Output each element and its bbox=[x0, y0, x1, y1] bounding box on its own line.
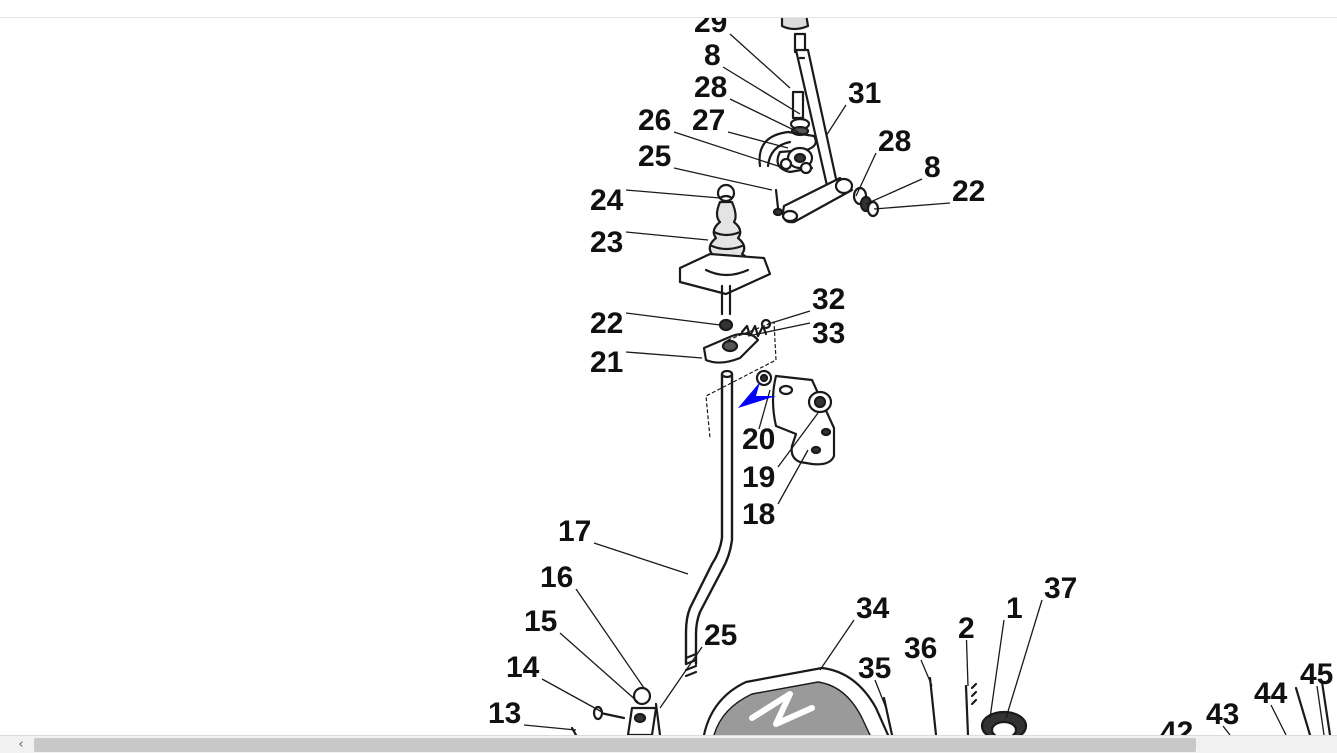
leader-line bbox=[777, 412, 819, 468]
nut-22-mid bbox=[718, 318, 734, 332]
chevron-left-icon[interactable]: ‹ bbox=[18, 737, 24, 752]
callout-label: 19 bbox=[742, 461, 775, 494]
callout-label: 8 bbox=[704, 39, 721, 72]
leader-line bbox=[1316, 685, 1325, 735]
leader-line bbox=[819, 619, 855, 671]
callout-label: 18 bbox=[742, 498, 775, 531]
leader-line bbox=[873, 202, 951, 210]
leader-line bbox=[865, 178, 923, 205]
leader-line bbox=[559, 632, 639, 703]
clevis-15 bbox=[632, 686, 652, 706]
leader-line bbox=[989, 619, 1005, 719]
callout-label: 21 bbox=[590, 346, 623, 379]
leader-line bbox=[593, 542, 689, 575]
callout-label: 2 bbox=[958, 612, 975, 645]
callout-label: 24 bbox=[590, 184, 624, 217]
callout-label: 36 bbox=[904, 632, 937, 665]
callout-label: 26 bbox=[638, 104, 671, 137]
callout-label: 37 bbox=[1044, 572, 1077, 605]
callout-label: 45 bbox=[1300, 658, 1333, 691]
callout-label: 17 bbox=[558, 515, 591, 548]
leader-line bbox=[541, 678, 603, 713]
leader-line bbox=[729, 33, 791, 89]
callout-label: 43 bbox=[1206, 698, 1239, 731]
leader-line bbox=[625, 351, 703, 359]
callout-label: 8 bbox=[924, 151, 941, 184]
callout-label: 16 bbox=[540, 561, 573, 594]
callout-label: 35 bbox=[858, 652, 891, 685]
shift-rod-17 bbox=[684, 372, 724, 666]
stud-2 bbox=[964, 684, 970, 735]
callout-label: 32 bbox=[812, 283, 845, 316]
leader-line bbox=[659, 646, 703, 709]
leader-line bbox=[625, 189, 721, 199]
exploded-parts-diagram: 2982831262725288222423322233212019181716… bbox=[488, 18, 1333, 735]
leader-lines bbox=[523, 33, 1325, 735]
part-44-45 bbox=[1294, 680, 1332, 735]
leader-line bbox=[965, 639, 969, 687]
callout-label: 29 bbox=[694, 18, 727, 39]
pin-25-lower bbox=[654, 702, 662, 735]
callout-label: 15 bbox=[524, 605, 557, 638]
callout-label: 23 bbox=[590, 226, 623, 259]
callout-label: 13 bbox=[488, 697, 521, 730]
callout-label: 44 bbox=[1254, 677, 1288, 710]
leader-line bbox=[673, 131, 785, 169]
leader-line bbox=[747, 322, 811, 337]
leader-line bbox=[722, 66, 801, 115]
callout-label: 25 bbox=[704, 619, 737, 652]
leader-line bbox=[777, 449, 809, 505]
leader-line bbox=[855, 152, 877, 197]
callout-label: 27 bbox=[692, 104, 725, 137]
leader-line bbox=[575, 588, 645, 689]
cursor-arrow bbox=[738, 382, 776, 408]
leader-line bbox=[625, 231, 709, 241]
leader-line bbox=[874, 679, 887, 709]
leader-line bbox=[523, 724, 577, 731]
leader-line bbox=[920, 659, 933, 687]
scrollbar-thumb[interactable] bbox=[34, 738, 1196, 752]
stud-36 bbox=[928, 676, 938, 735]
bolt-8 bbox=[791, 90, 805, 120]
pin-25 bbox=[774, 188, 780, 210]
leader-line bbox=[767, 310, 811, 325]
callout-label: 22 bbox=[590, 307, 623, 340]
leader-line bbox=[1222, 725, 1231, 735]
leader-line bbox=[825, 104, 847, 137]
callout-label: 28 bbox=[878, 125, 911, 158]
leader-line bbox=[729, 98, 799, 133]
callout-label: 25 bbox=[638, 140, 671, 173]
callout-label: 31 bbox=[848, 77, 881, 110]
callout-label: 34 bbox=[856, 592, 890, 625]
leader-line bbox=[673, 167, 773, 191]
parts-drawing bbox=[570, 18, 1332, 735]
horizontal-scrollbar[interactable]: ‹ bbox=[0, 735, 1337, 753]
callout-label: 28 bbox=[694, 71, 727, 104]
callout-label: 42 bbox=[1160, 716, 1193, 735]
top-border bbox=[0, 17, 1337, 18]
leader-line bbox=[1270, 704, 1287, 735]
callout-label: 1 bbox=[1006, 592, 1023, 625]
callout-label: 20 bbox=[742, 423, 775, 456]
shift-knob bbox=[780, 18, 810, 31]
leader-line bbox=[727, 131, 789, 149]
stud-35 bbox=[882, 696, 894, 735]
leader-line bbox=[1005, 599, 1043, 719]
callout-label: 22 bbox=[952, 175, 985, 208]
mount-bracket-18 bbox=[771, 374, 836, 466]
leader-line bbox=[625, 312, 721, 326]
callout-label: 33 bbox=[812, 317, 845, 350]
arrow-pointer-icon bbox=[738, 382, 776, 408]
dashed-guide bbox=[705, 321, 777, 439]
callout-label: 14 bbox=[506, 651, 540, 684]
